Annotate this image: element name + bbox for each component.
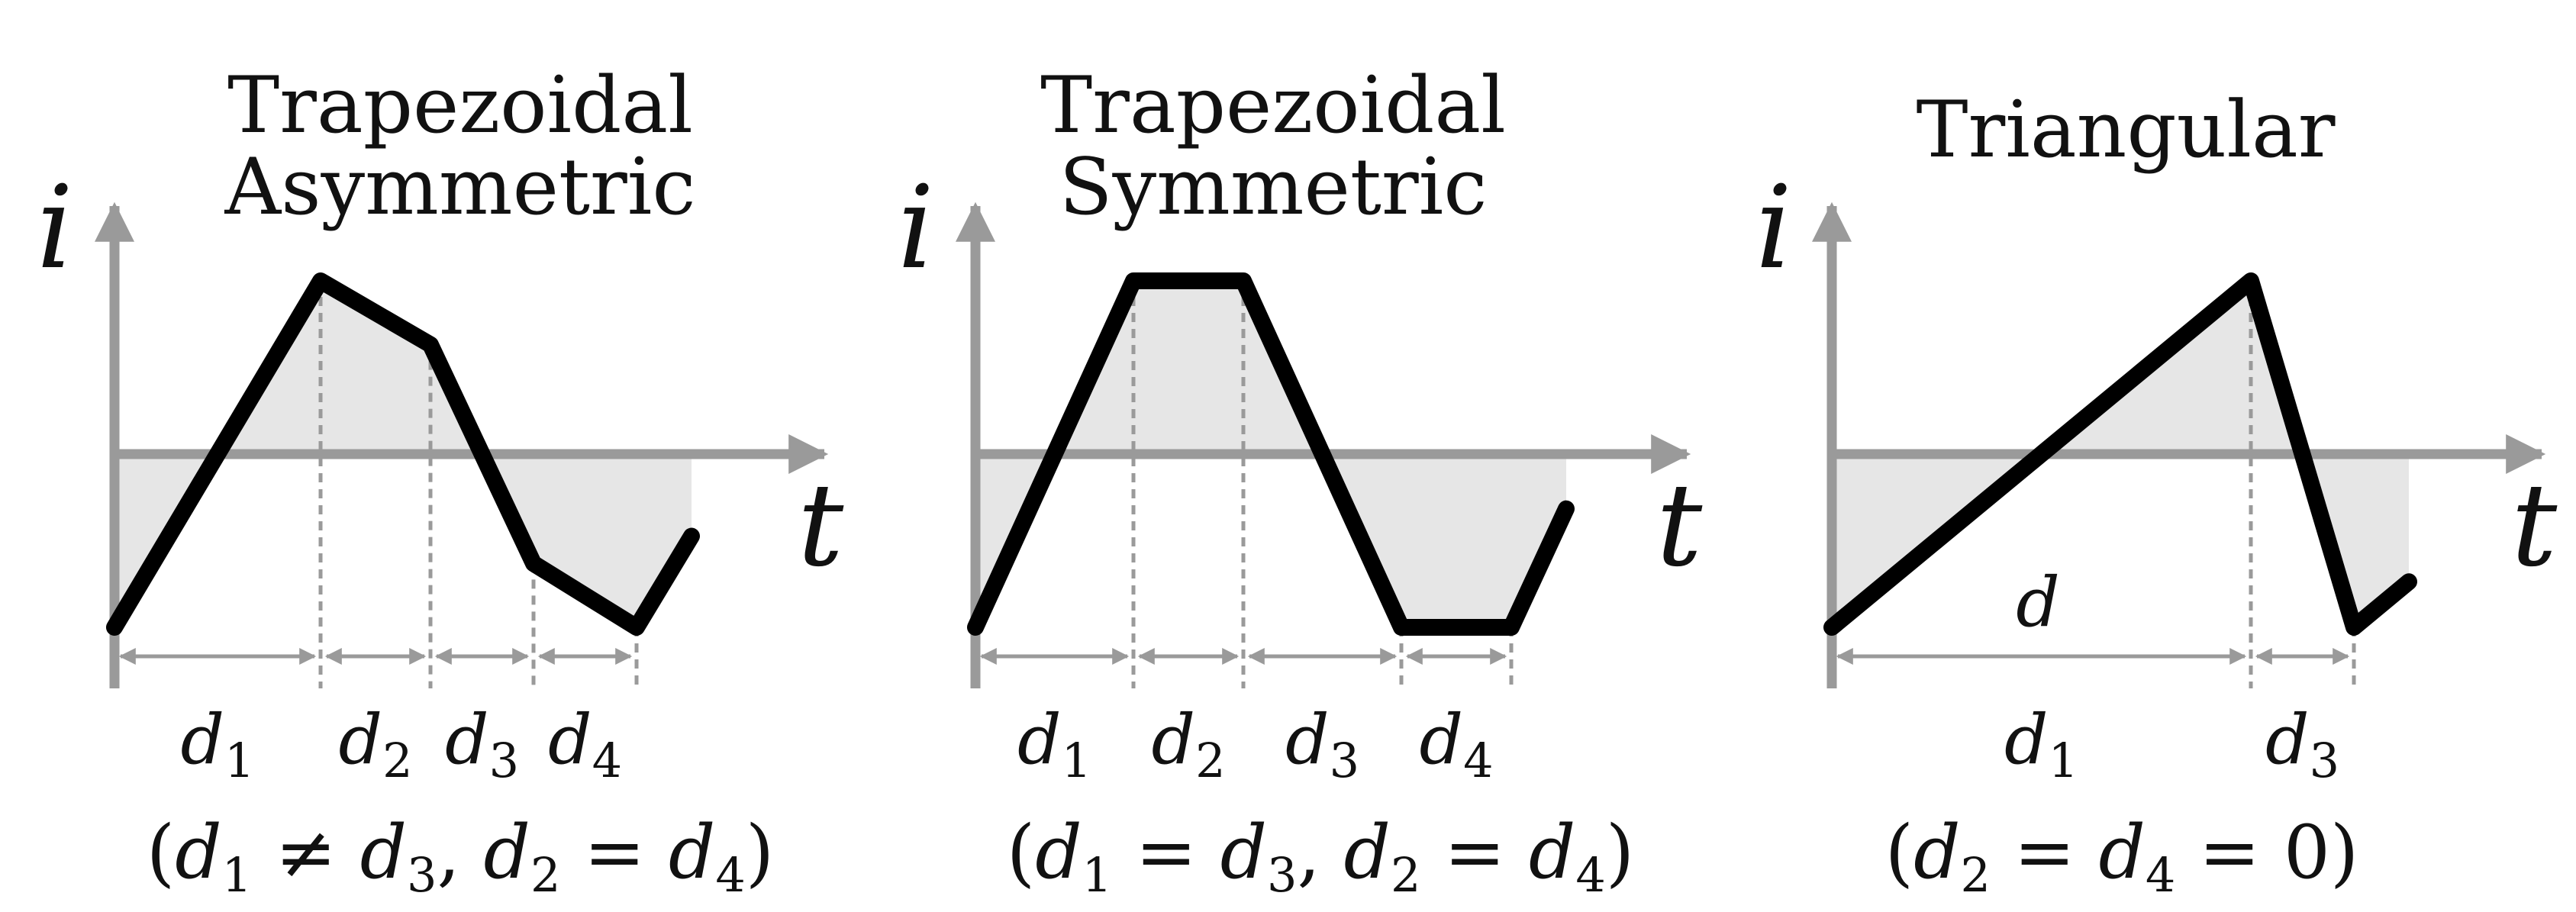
panel-triangular: Triangular i t d1 d3 d (d2 = d4 = 0) <box>1755 85 2558 903</box>
interval-label: d2 <box>338 700 412 788</box>
y-axis-label: i <box>898 162 934 295</box>
interval-label: d2 <box>1151 700 1225 788</box>
interval-label: d3 <box>2265 700 2339 788</box>
duty-condition: (d2 = d4 = 0) <box>1885 810 2359 903</box>
panel-title-line: Symmetric <box>1059 142 1488 233</box>
current-waveform <box>967 272 1575 636</box>
interval-label: d1 <box>2004 700 2078 788</box>
x-axis-label: t <box>798 459 844 592</box>
duty-condition: (d1 = d3, d2 = d4) <box>1007 810 1635 903</box>
interval-label: d4 <box>548 700 622 788</box>
period-label: d <box>2016 562 2060 643</box>
panel-title-line: Trapezoidal <box>227 60 693 151</box>
panel-title-line: Asymmetric <box>224 142 696 233</box>
current-waveform <box>1823 272 2417 636</box>
current-waveform <box>106 272 700 636</box>
x-axis-label: t <box>2511 459 2558 592</box>
y-axis-label: i <box>1755 162 1792 295</box>
x-axis-label: t <box>1656 459 1703 592</box>
y-axis-label: i <box>37 162 73 295</box>
interval-label: d4 <box>1419 700 1493 788</box>
panel-title-line: Trapezoidal <box>1040 60 1506 151</box>
interval-label: d3 <box>1285 700 1359 788</box>
duty-condition: (d1 ≠ d3, d2 = d4) <box>147 810 775 903</box>
panel-title-line: Triangular <box>1916 85 2335 176</box>
interval-label: d1 <box>1017 700 1091 788</box>
interval-label: d3 <box>445 700 519 788</box>
interval-label: d1 <box>180 700 254 788</box>
